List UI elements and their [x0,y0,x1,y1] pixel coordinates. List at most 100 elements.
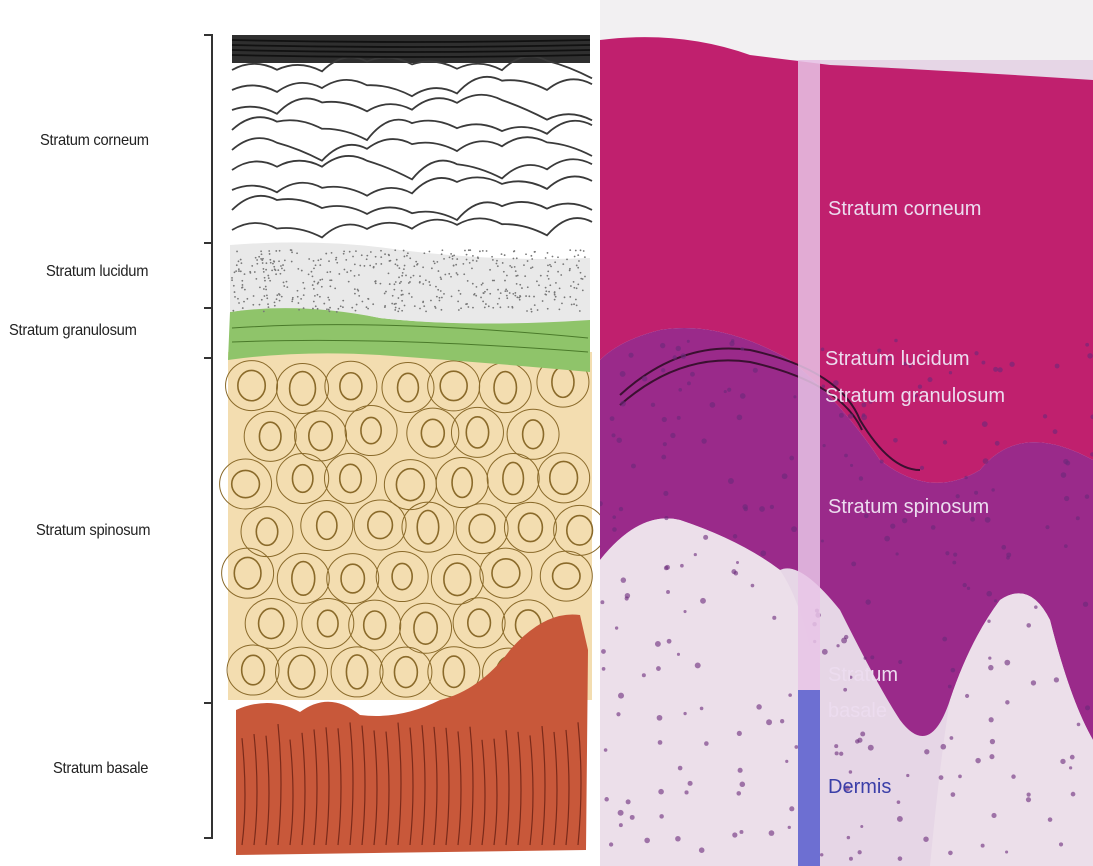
histo-nucleus [700,707,704,711]
stipple-dot [513,258,515,260]
corneum-line [232,196,592,220]
stipple-dot [456,258,458,260]
stipple-dot [554,294,556,296]
stipple-dot [277,269,279,271]
stipple-dot [472,260,474,262]
stipple-dot [519,295,521,297]
histo-nucleus [983,458,989,464]
stipple-dot [367,298,369,300]
stipple-dot [492,307,494,309]
stipple-dot [425,310,427,312]
stipple-dot [555,296,557,298]
histo-nucleus [737,731,742,736]
illustration-panel: Stratum corneum Stratum lucidum Stratum … [0,0,600,866]
histo-nucleus [950,736,954,740]
histo-nucleus [870,655,874,659]
stipple-dot [570,285,572,287]
histo-nucleus [1031,680,1036,685]
stipple-dot [453,265,455,267]
histo-nucleus [1069,766,1072,769]
stipple-dot [291,300,293,302]
stipple-dot [458,290,460,292]
histo-nucleus [616,437,621,442]
stipple-dot [236,264,238,266]
stipple-dot [317,259,319,261]
stipple-dot [404,256,406,258]
stipple-dot [582,289,584,291]
stipple-dot [476,286,478,288]
stipple-dot [566,258,568,260]
stipple-dot [308,274,310,276]
stipple-dot [336,311,338,313]
stipple-dot [441,309,443,311]
histo-nucleus [661,368,665,372]
stipple-dot [304,288,306,290]
histo-nucleus [963,583,967,587]
stipple-dot [389,260,391,262]
stipple-dot [296,252,298,254]
histo-nucleus [673,355,677,359]
stipple-dot [482,250,484,252]
corneum-line [232,137,592,160]
stipple-dot [482,292,484,294]
stipple-dot [405,275,407,277]
histo-nucleus [740,347,744,351]
stipple-dot [317,308,319,310]
label-stratum-basale: Stratum basale [53,760,148,778]
stipple-dot [514,295,516,297]
stipple-dot [313,267,315,269]
stipple-dot [415,261,417,263]
histo-nucleus [943,440,947,444]
histology-panel: Stratum corneum Stratum lucidum Stratum … [600,0,1093,866]
histo-label-stratum-granulosum: Stratum granulosum [825,385,1005,408]
stipple-dot [297,268,299,270]
stipple-dot [384,253,386,255]
stipple-dot [334,288,336,290]
stipple-dot [253,295,255,297]
stipple-dot [505,288,507,290]
histo-nucleus [678,388,682,392]
stipple-dot [308,258,310,260]
histo-nucleus [699,847,705,853]
histo-nucleus [859,476,863,480]
stipple-dot [275,273,277,275]
histo-nucleus [620,401,626,407]
stipple-dot [264,277,266,279]
stipple-dot [464,250,466,252]
histo-nucleus [822,444,825,447]
histo-label-stratum-basale-line1: Stratum [828,664,898,687]
histo-nucleus [619,507,623,511]
stipple-dot [582,278,584,280]
stipple-dot [564,296,566,298]
stipple-dot [528,295,530,297]
stipple-dot [534,251,536,253]
stipple-dot [440,278,442,280]
histo-nucleus [927,377,932,382]
histo-label-stratum-spinosum: Stratum spinosum [828,496,989,519]
histo-nucleus [625,596,629,600]
stipple-dot [354,275,356,277]
histo-nucleus [743,507,748,512]
stipple-dot [549,284,551,286]
histo-nucleus [616,712,620,716]
stipple-dot [329,285,331,287]
stipple-dot [391,303,393,305]
histo-nucleus [860,731,865,736]
histo-nucleus [834,744,838,748]
histo-nucleus [991,813,996,818]
stipple-dot [573,287,575,289]
stipple-dot [577,267,579,269]
stipple-dot [286,281,288,283]
label-stratum-granulosum: Stratum granulosum [9,322,137,340]
histo-nucleus [604,748,608,752]
histo-nucleus [677,653,680,656]
stipple-dot [276,294,278,296]
stipple-dot [273,261,275,263]
stipple-dot [260,258,262,260]
stipple-dot [395,307,397,309]
stipple-dot [448,273,450,275]
histo-nucleus [844,635,848,639]
histo-nucleus [924,749,929,754]
stipple-dot [577,254,579,256]
stipple-dot [498,298,500,300]
